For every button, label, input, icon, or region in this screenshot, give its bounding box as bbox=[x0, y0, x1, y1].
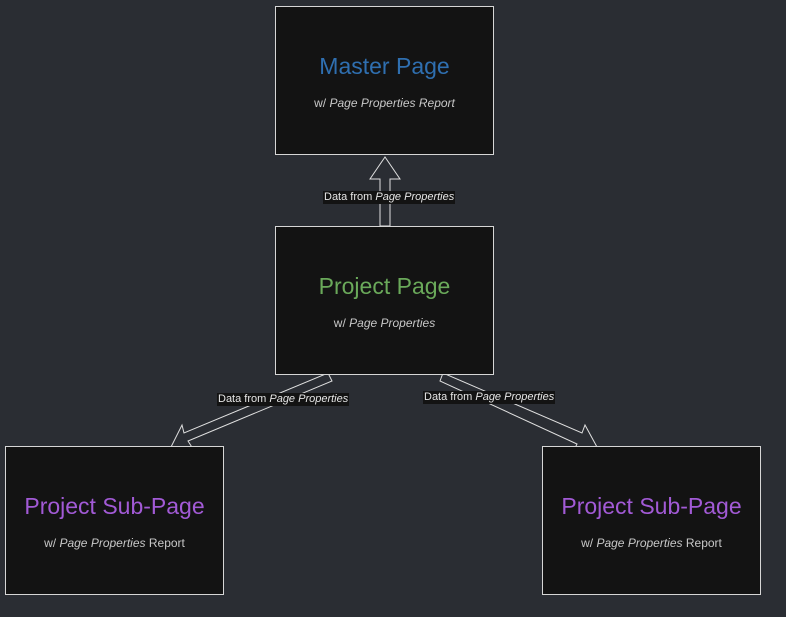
master-sub-italic: Page Properties Report bbox=[329, 96, 455, 110]
project-sub-page-left-node[interactable]: Project Sub-Page w/ Page Properties Repo… bbox=[5, 446, 224, 595]
arrow-project-to-sub-left bbox=[170, 372, 333, 453]
arrow-project-to-sub-right bbox=[439, 372, 598, 453]
edge-left-italic: Page Properties bbox=[269, 393, 349, 405]
sub-right-prefix: w/ bbox=[581, 536, 597, 550]
edge-up-italic: Page Properties bbox=[375, 191, 455, 203]
sub-right-suffix: Report bbox=[682, 536, 722, 550]
project-page-title: Project Page bbox=[318, 273, 451, 299]
edge-up-prefix: Data from bbox=[324, 191, 376, 203]
project-sub-page-right-node[interactable]: Project Sub-Page w/ Page Properties Repo… bbox=[542, 446, 761, 595]
master-page-subtitle: w/ Page Properties Report bbox=[276, 96, 493, 110]
project-sub-prefix: w/ bbox=[333, 316, 350, 330]
project-page-node[interactable]: Project Page w/ Page Properties bbox=[275, 226, 494, 375]
project-page-subtitle: w/ Page Properties bbox=[276, 316, 493, 330]
edge-label-project-to-sub-left: Data from Page Properties bbox=[217, 393, 350, 406]
sub-left-prefix: w/ bbox=[44, 536, 60, 550]
master-page-node[interactable]: Master Page w/ Page Properties Report bbox=[275, 6, 494, 155]
sub-page-left-subtitle: w/ Page Properties Report bbox=[6, 536, 223, 550]
edge-right-prefix: Data from bbox=[424, 391, 476, 403]
master-sub-prefix: w/ bbox=[314, 96, 330, 110]
sub-left-suffix: Report bbox=[145, 536, 185, 550]
edge-left-prefix: Data from bbox=[218, 393, 270, 405]
sub-page-right-subtitle: w/ Page Properties Report bbox=[543, 536, 760, 550]
edge-right-italic: Page Properties bbox=[475, 391, 555, 403]
master-page-title: Master Page bbox=[319, 53, 450, 79]
edge-label-project-to-sub-right: Data from Page Properties bbox=[423, 391, 556, 404]
sub-page-right-title: Project Sub-Page bbox=[561, 493, 742, 519]
sub-page-left-title: Project Sub-Page bbox=[24, 493, 205, 519]
sub-left-italic: Page Properties bbox=[59, 536, 146, 550]
edge-label-project-to-master: Data from Page Properties bbox=[323, 191, 456, 204]
sub-right-italic: Page Properties bbox=[596, 536, 683, 550]
project-sub-italic: Page Properties bbox=[349, 316, 436, 330]
